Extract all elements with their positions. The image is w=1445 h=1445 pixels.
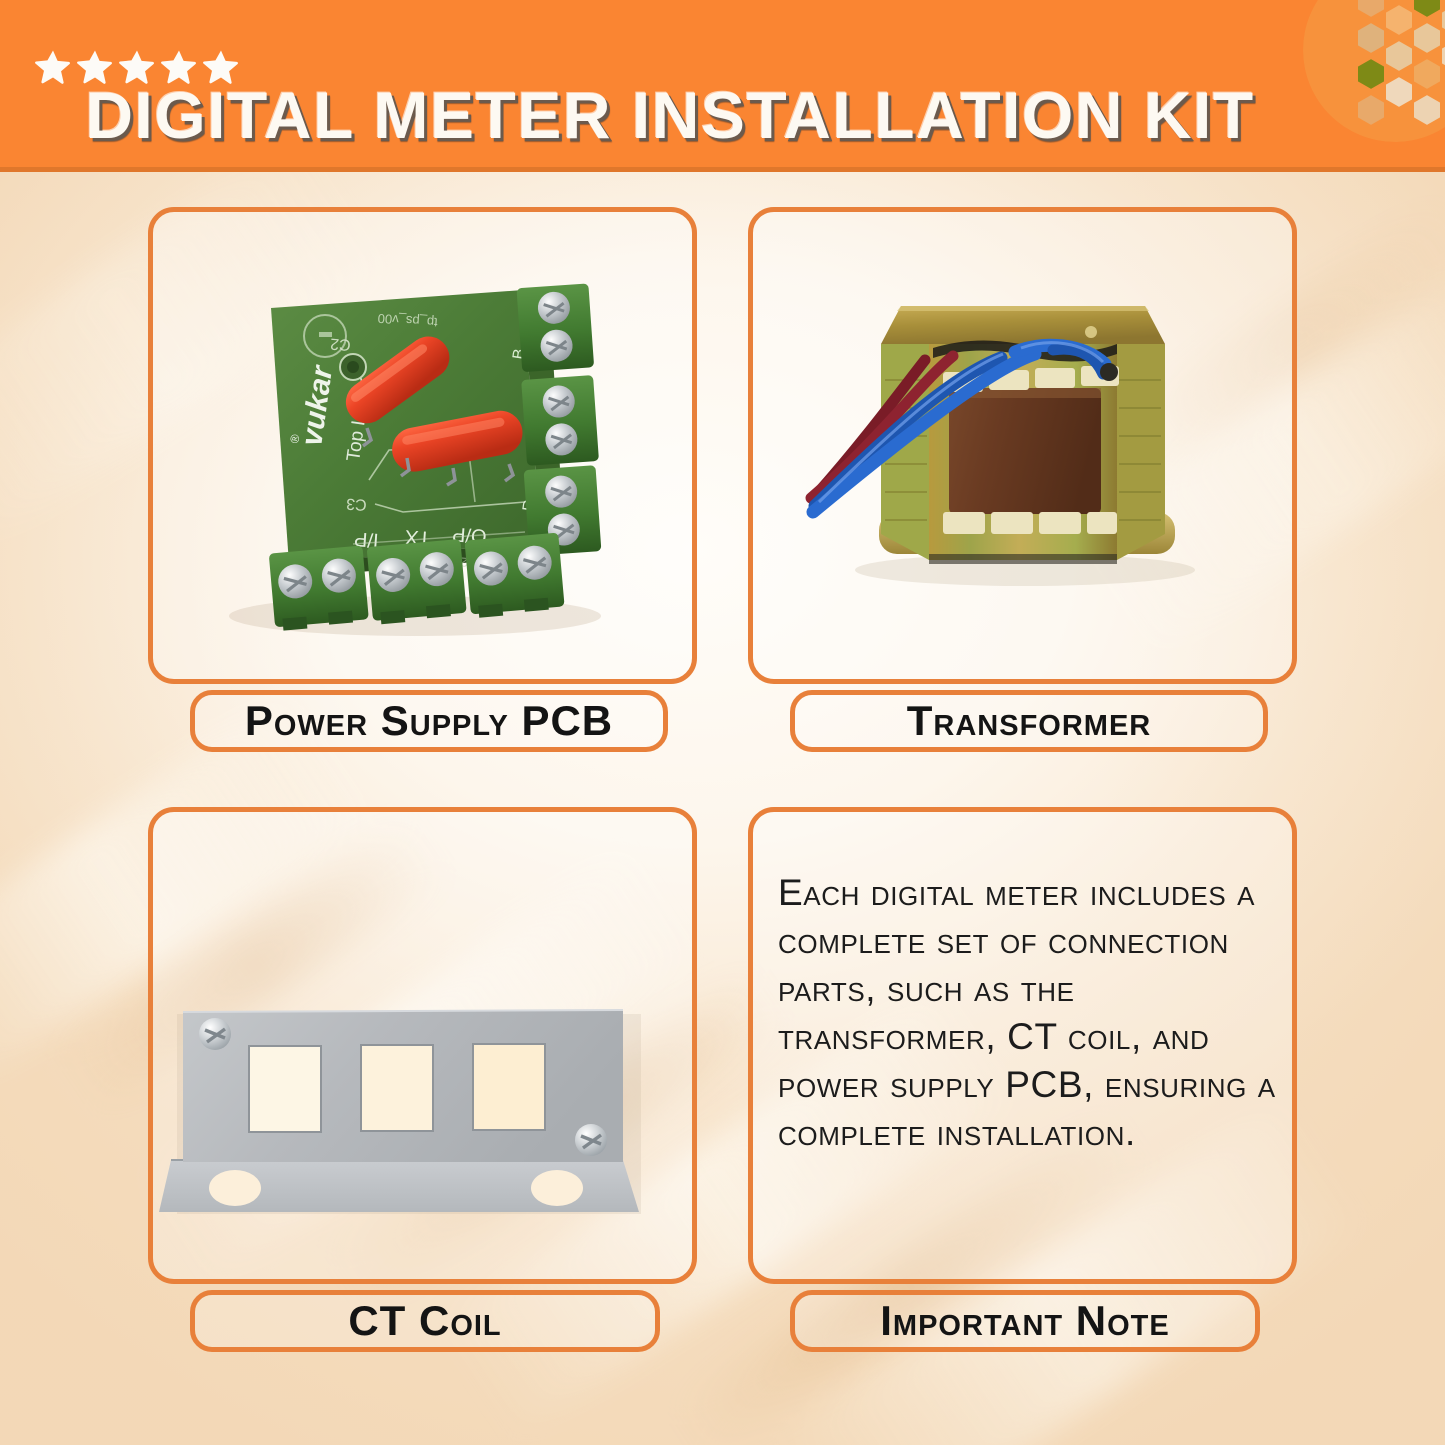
svg-text:I/P: I/P bbox=[353, 527, 379, 551]
important-note-text: Each digital meter includes a complete s… bbox=[778, 872, 1276, 1154]
svg-text:C2: C2 bbox=[330, 335, 352, 353]
transformer-image bbox=[753, 212, 1292, 679]
hexagon-sphere-icon bbox=[1303, 0, 1445, 142]
label-tab-text: Power Supply PCB bbox=[244, 697, 614, 744]
star-icon bbox=[119, 50, 154, 84]
star-rating bbox=[34, 48, 240, 86]
svg-text:C3: C3 bbox=[346, 495, 368, 513]
product-card-important-note[interactable] bbox=[748, 807, 1297, 1284]
label-tab-text: CT Coil bbox=[348, 1297, 502, 1344]
star-icon bbox=[161, 50, 196, 84]
ct-coil-image bbox=[153, 812, 692, 1279]
page-title: DIGITAL METER INSTALLATION KIT bbox=[85, 78, 1255, 152]
star-icon bbox=[77, 50, 112, 84]
label-tab-text: Transformer bbox=[906, 697, 1152, 744]
product-card-transformer[interactable] bbox=[748, 207, 1297, 684]
label-tab-power-supply-pcb[interactable]: Power Supply PCB bbox=[190, 690, 668, 752]
power-supply-pcb-image: tp_ps_v00 C2 vukar ® Top Layer C3 bbox=[153, 212, 692, 679]
star-icon bbox=[35, 50, 70, 84]
label-tab-transformer[interactable]: Transformer bbox=[790, 690, 1268, 752]
label-tab-text: Important Note bbox=[880, 1297, 1170, 1344]
header-banner: DIGITAL METER INSTALLATION KIT bbox=[0, 0, 1445, 172]
svg-text:®: ® bbox=[287, 433, 302, 444]
star-icon bbox=[203, 50, 238, 84]
label-tab-important-note[interactable]: Important Note bbox=[790, 1290, 1260, 1352]
label-tab-ct-coil[interactable]: CT Coil bbox=[190, 1290, 660, 1352]
svg-text:tp_ps_v00: tp_ps_v00 bbox=[377, 311, 438, 330]
